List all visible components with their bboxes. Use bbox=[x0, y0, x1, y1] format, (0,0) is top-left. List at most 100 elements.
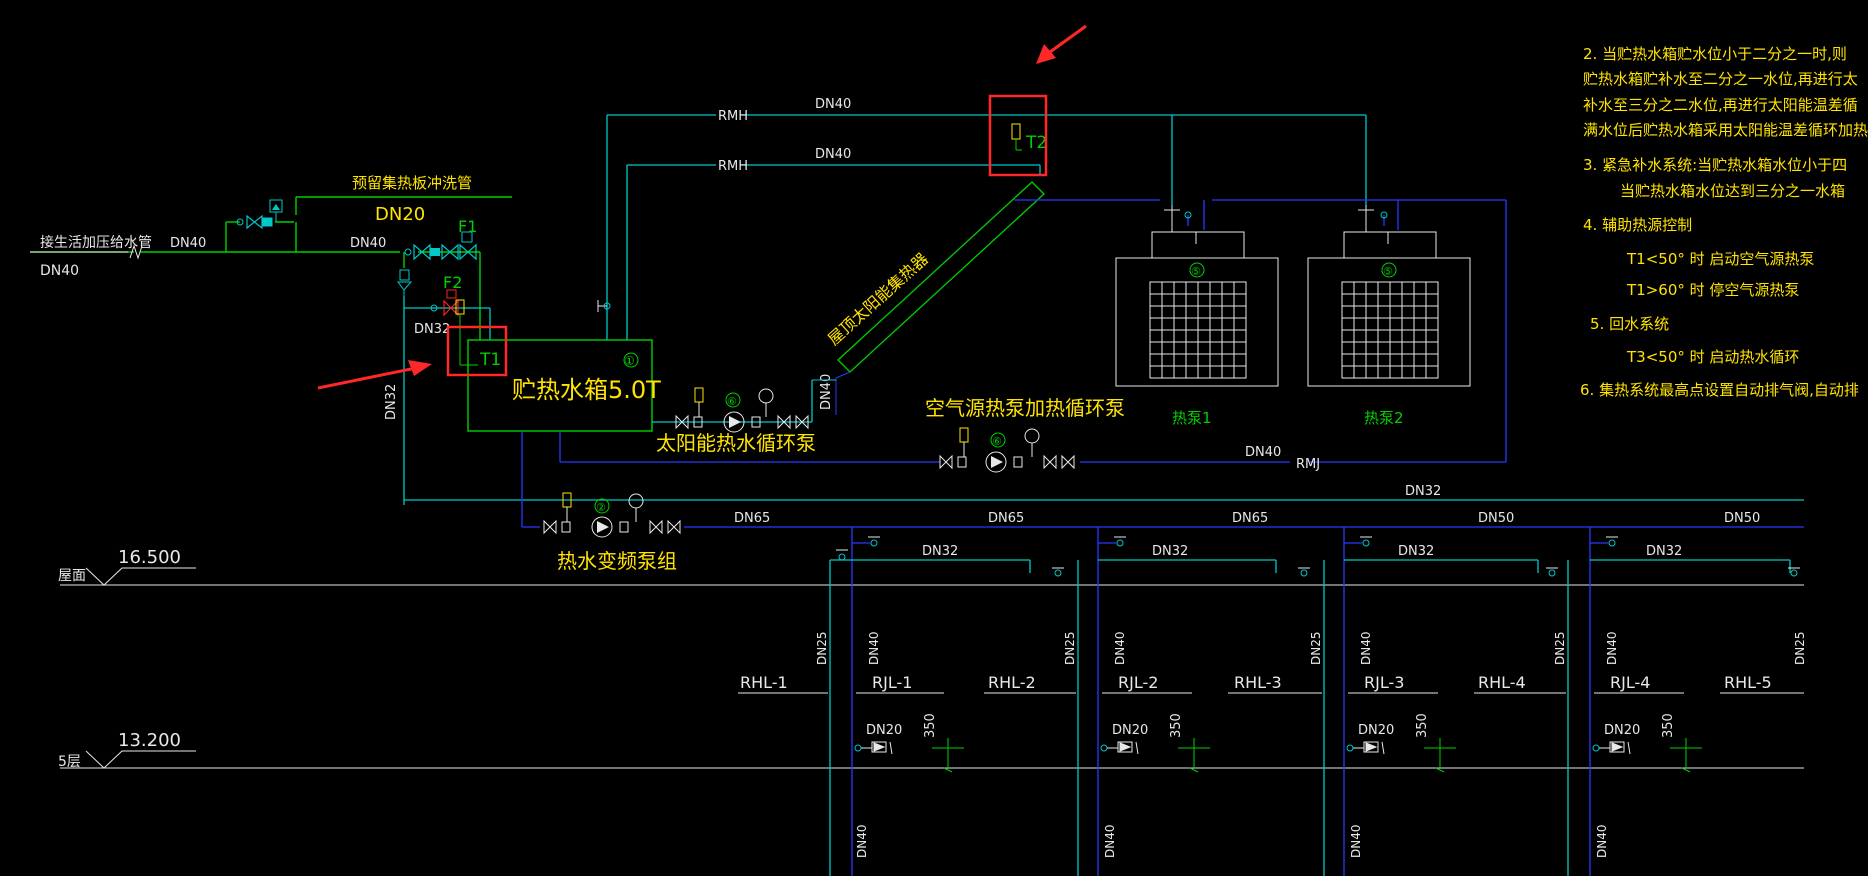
riser-valves bbox=[836, 536, 1800, 577]
dn65-label-2: DN65 bbox=[988, 511, 1024, 526]
riser-group-4 bbox=[1567, 527, 1791, 876]
svg-text:DN25: DN25 bbox=[1063, 632, 1077, 666]
plumbing-system-diagram: 屋面 16.500 5层 13.200 接生活加压给水管 DN40 DN40 D… bbox=[30, 24, 1807, 876]
sensor-t2-label: T2 bbox=[1025, 133, 1047, 153]
riser-group-2 bbox=[1077, 527, 1325, 876]
collector-label: 屋顶太阳能集热器 bbox=[824, 249, 932, 349]
heat-pump-2-label: 热泵2 bbox=[1364, 409, 1404, 427]
solar-collector bbox=[835, 181, 1045, 415]
design-note-12: 6. 集热系统最高点设置自动排气阀,自动排 bbox=[1580, 381, 1859, 399]
supply-dn40-b: DN40 bbox=[350, 236, 386, 251]
riser-label-rhl-3: RHL-3 bbox=[1234, 673, 1282, 692]
t1-highlight-box bbox=[446, 325, 508, 377]
rmh-label-2: RMH bbox=[718, 159, 748, 174]
svg-text:DN25: DN25 bbox=[815, 632, 829, 666]
svg-text:DN32: DN32 bbox=[1398, 544, 1434, 559]
t2-highlight-box bbox=[988, 94, 1048, 177]
storage-tank-label: 贮热水箱5.0T bbox=[512, 376, 661, 404]
svg-text:350: 350 bbox=[923, 713, 938, 738]
design-note-1: 2. 当贮热水箱贮水位小于二分之一时,则 bbox=[1583, 45, 1847, 63]
dn40-rmj-label: DN40 bbox=[1245, 445, 1281, 460]
level-lines bbox=[60, 567, 1804, 769]
svg-text:350: 350 bbox=[1661, 713, 1676, 738]
rmh-label-1: RMH bbox=[718, 109, 748, 124]
design-note-9: T1>60° 时 停空气源热泵 bbox=[1627, 281, 1800, 299]
heat-pump-1-label: 热泵1 bbox=[1172, 409, 1212, 427]
dn50-label-1: DN50 bbox=[1478, 511, 1514, 526]
svg-text:DN40: DN40 bbox=[1359, 632, 1373, 666]
svg-text:DN20: DN20 bbox=[1358, 723, 1394, 738]
hot-pump-label: 热水变频泵组 bbox=[557, 549, 677, 573]
supply-dn40-a: DN40 bbox=[170, 236, 206, 251]
design-note-6: 当贮热水箱水位达到三分之一水箱 bbox=[1620, 182, 1846, 200]
svg-text:DN40: DN40 bbox=[1349, 825, 1363, 859]
svg-text:350: 350 bbox=[1415, 713, 1430, 738]
supply-pipe-label: 接生活加压给水管 bbox=[40, 234, 152, 251]
valve-f1-label: F1 bbox=[458, 217, 477, 236]
rmj-label: RMJ bbox=[1296, 457, 1320, 472]
hot-pump-number: ② bbox=[596, 501, 606, 514]
dn65-label-1: DN65 bbox=[734, 511, 770, 526]
riser-group-1 bbox=[829, 527, 1079, 876]
design-note-4: 满水位后贮热水箱采用太阳能温差循环加热 bbox=[1583, 121, 1868, 139]
dn65-label-3: DN65 bbox=[1232, 511, 1268, 526]
sensor-t2 bbox=[1011, 123, 1022, 151]
svg-text:350: 350 bbox=[1169, 713, 1184, 738]
supply-break-symbol bbox=[129, 244, 143, 260]
heat-pump-unit-1 bbox=[1115, 205, 1279, 387]
heat-pump-2-number: ⑤ bbox=[1383, 265, 1393, 278]
svg-text:DN20: DN20 bbox=[866, 723, 902, 738]
svg-text:DN40: DN40 bbox=[1113, 632, 1127, 666]
svg-text:DN40: DN40 bbox=[1605, 632, 1619, 666]
solar-pump-label: 太阳能热水循环泵 bbox=[656, 431, 816, 455]
dn50-label-2: DN50 bbox=[1724, 511, 1760, 526]
dn40-collector-label: DN40 bbox=[819, 374, 834, 410]
hot-water-booster-pump bbox=[543, 492, 681, 538]
svg-text:DN40: DN40 bbox=[867, 632, 881, 666]
riser-label-rjl-1: RJL-1 bbox=[872, 673, 912, 692]
dn32-main-label: DN32 bbox=[1405, 484, 1441, 499]
supply-dn-label: DN40 bbox=[40, 263, 79, 279]
design-note-3: 补水至三分之二水位,再进行太阳能温差循 bbox=[1583, 96, 1858, 114]
design-note-10: 5. 回水系统 bbox=[1590, 315, 1670, 333]
riser-dn32-labels: DN32 DN32 DN32 DN32 bbox=[922, 544, 1682, 559]
svg-text:DN32: DN32 bbox=[922, 544, 958, 559]
riser-label-rhl-2: RHL-2 bbox=[988, 673, 1036, 692]
design-note-2: 贮热水箱贮补水至二分之一水位,再进行太 bbox=[1583, 70, 1858, 88]
supply-valve-group bbox=[236, 199, 477, 296]
dn32-small-label: DN32 bbox=[414, 322, 450, 337]
riser-label-rjl-2: RJL-2 bbox=[1118, 673, 1158, 692]
svg-text:DN32: DN32 bbox=[1152, 544, 1188, 559]
tank-number-circle bbox=[623, 352, 639, 368]
sensor-t1 bbox=[455, 299, 478, 366]
hot-water-main-pipes bbox=[404, 431, 1804, 528]
roof-elevation: 16.500 bbox=[118, 547, 181, 568]
dn32-vertical-label: DN32 bbox=[384, 384, 399, 420]
riser-dn-vertical-labels: DN25 DN40 DN25 DN40 DN25 DN40 DN25 DN40 … bbox=[815, 632, 1807, 859]
heat-pump-unit-2 bbox=[1307, 205, 1471, 387]
riser-label-rhl-5: RHL-5 bbox=[1724, 673, 1772, 692]
flush-dn20-label: DN20 bbox=[375, 204, 425, 225]
design-note-5: 3. 紧急补水系统:当贮热水箱水位小于四 bbox=[1583, 156, 1848, 174]
riser-label-rhl-1: RHL-1 bbox=[740, 673, 788, 692]
svg-text:DN32: DN32 bbox=[1646, 544, 1682, 559]
f2-bypass-pipe bbox=[403, 289, 491, 505]
air-pump-number: ⑥ bbox=[992, 435, 1002, 448]
roof-level-label: 屋面 bbox=[58, 568, 86, 584]
riser-label-rhl-4: RHL-4 bbox=[1478, 673, 1526, 692]
design-note-7: 4. 辅助热源控制 bbox=[1583, 216, 1693, 234]
svg-text:DN20: DN20 bbox=[1604, 723, 1640, 738]
floor5-level-label: 5层 bbox=[58, 754, 81, 770]
design-note-8: T1<50° 时 启动空气源热泵 bbox=[1627, 250, 1815, 268]
valve-f2-label: F2 bbox=[443, 273, 462, 292]
svg-text:DN25: DN25 bbox=[1553, 632, 1567, 666]
solar-pump-number: ⑥ bbox=[727, 395, 737, 408]
riser-valve-607 bbox=[597, 300, 611, 312]
svg-text:DN20: DN20 bbox=[1112, 723, 1148, 738]
floor-branch-labels: DN20 350 DN20 350 DN20 350 DN20 350 bbox=[866, 713, 1676, 738]
svg-text:DN25: DN25 bbox=[1793, 632, 1807, 666]
riser-label-rjl-4: RJL-4 bbox=[1610, 673, 1650, 692]
tank-number: ① bbox=[624, 354, 635, 368]
riser-label-rjl-3: RJL-3 bbox=[1364, 673, 1404, 692]
riser-labels: RHL-1 RJL-1 RHL-2 RJL-2 RHL-3 RJL-3 RHL-… bbox=[738, 673, 1804, 694]
